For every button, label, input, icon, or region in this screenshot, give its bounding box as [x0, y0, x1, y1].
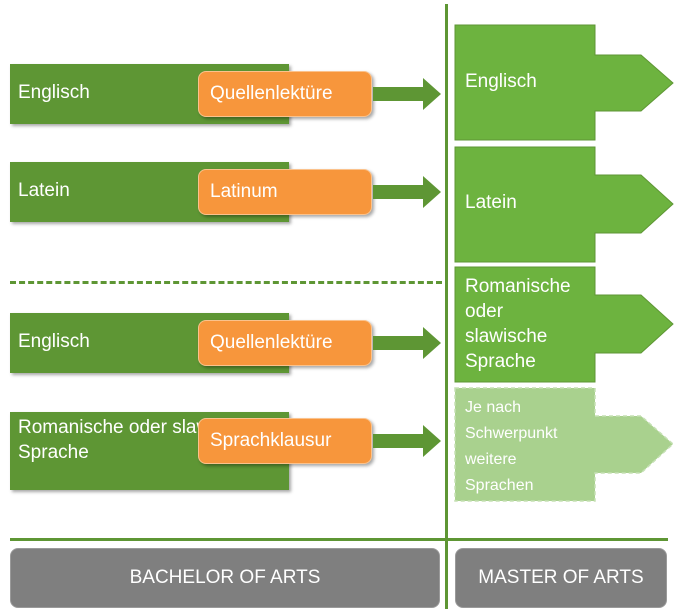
arrow-right-icon	[373, 78, 441, 110]
master-box-line: Schwerpunkt	[465, 425, 558, 442]
arrow-right-icon	[373, 327, 441, 359]
block-arrow-icon	[454, 266, 674, 383]
block-arrow-icon	[454, 387, 675, 502]
master-box-line: Je nach	[465, 399, 522, 416]
requirement-quellenlekture-2: Quellenlektüre	[198, 320, 372, 366]
requirement-latinum: Latinum	[198, 169, 372, 215]
block-arrow-icon	[454, 146, 674, 263]
master-box-weitere-sprachen: Je nach Schwerpunkt weitere Sprachen	[454, 387, 675, 502]
arrow-right-icon	[373, 425, 441, 457]
master-box-englisch: Englisch	[454, 24, 674, 141]
block-arrow-icon	[454, 24, 674, 141]
master-box-line: slawische	[465, 326, 548, 347]
bachelor-row-label: Romanische oder slawische Sprache	[18, 417, 255, 463]
master-box-line: weitere	[465, 451, 517, 468]
bachelor-row-label: Englisch	[18, 82, 90, 103]
master-box-line: Sprachen	[465, 477, 534, 494]
bachelor-row-label: Englisch	[18, 331, 90, 352]
footer-divider	[10, 538, 668, 541]
bachelor-of-arts-label: BACHELOR OF ARTS	[10, 548, 440, 608]
master-of-arts-label: MASTER OF ARTS	[455, 548, 667, 608]
master-box-label: Latein	[465, 192, 517, 213]
master-box-line: Sprache	[465, 351, 536, 372]
master-box-line: Romanische	[465, 276, 571, 297]
master-box-label: Englisch	[465, 71, 537, 92]
bachelor-row-label: Latein	[18, 180, 70, 201]
requirement-quellenlekture-1: Quellenlektüre	[198, 71, 372, 117]
arrow-right-icon	[373, 176, 441, 208]
dashed-separator	[10, 281, 442, 284]
requirement-sprachklausur: Sprachklausur	[198, 418, 372, 464]
master-box-line: oder	[465, 301, 504, 322]
master-box-label: Je nach Schwerpunkt weitere Sprachen	[465, 395, 558, 499]
master-box-label: Romanische oder slawische Sprache	[465, 274, 571, 374]
master-box-latein: Latein	[454, 146, 674, 263]
column-divider	[445, 4, 448, 609]
master-box-romanische: Romanische oder slawische Sprache	[454, 266, 674, 383]
